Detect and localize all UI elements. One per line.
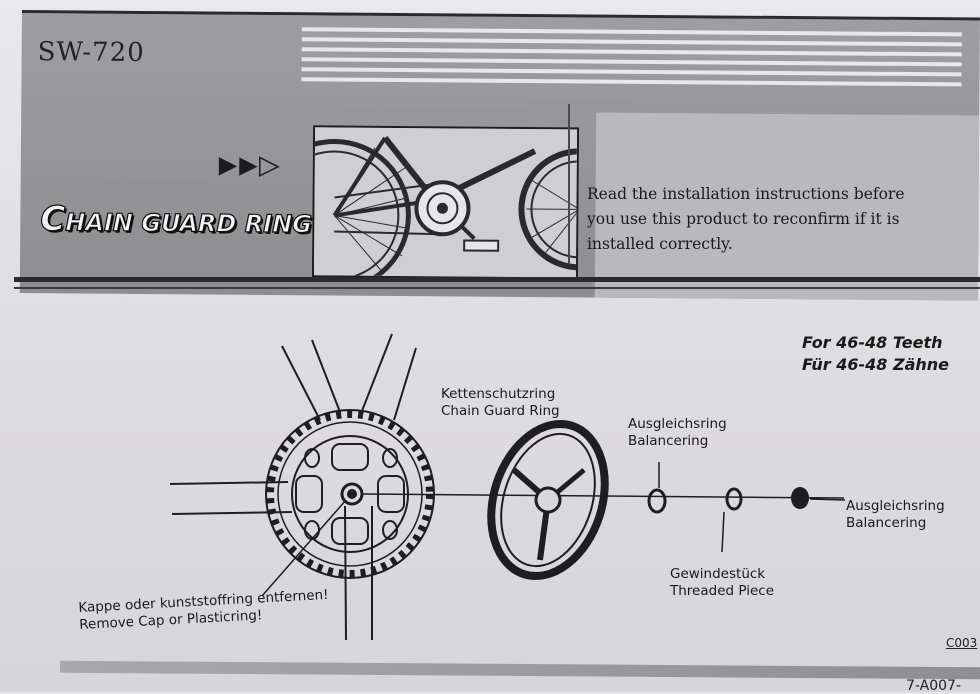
frame-tube-1 bbox=[282, 346, 320, 420]
teeth-spec: For 46-48 Teeth Für 46-48 Zähne bbox=[802, 332, 949, 376]
label-balancer-ring-2: Ausgleichsring Balancering bbox=[846, 498, 945, 532]
leader-balancer-2 bbox=[810, 499, 845, 500]
threaded-piece bbox=[727, 489, 741, 509]
triple-arrow-icon: ▶▶▶ bbox=[219, 151, 281, 179]
product-title: CHAIN GUARD RING bbox=[40, 199, 312, 241]
label-balancer-ring-1: Ausgleichsring Balancering bbox=[628, 416, 727, 450]
installation-notice: Read the installation instructions befor… bbox=[587, 182, 937, 257]
label-chain-guard-ring: Kettenschutzring Chain Guard Ring bbox=[441, 386, 560, 420]
frame-tube-2 bbox=[312, 340, 340, 412]
frame-tube-upper bbox=[170, 482, 288, 484]
chain-guard-ring-drawing bbox=[473, 409, 624, 591]
crank-arm-left bbox=[345, 506, 346, 640]
model-number: SW-720 bbox=[38, 37, 145, 68]
balancer-ring-2 bbox=[792, 488, 808, 508]
header-rule bbox=[14, 277, 980, 282]
header-divider bbox=[568, 104, 570, 264]
leader-threaded bbox=[722, 512, 724, 552]
header-rule-thin bbox=[14, 287, 980, 289]
bicycle-photo bbox=[312, 125, 579, 279]
frame-tube-3 bbox=[360, 334, 392, 416]
balancer-ring-1 bbox=[649, 490, 665, 512]
label-threaded-piece: Gewindestück Threaded Piece bbox=[670, 566, 774, 600]
page-code: C003 bbox=[946, 636, 977, 650]
leader-cap bbox=[262, 500, 346, 596]
header-stripes bbox=[301, 27, 961, 96]
frame-tube-4 bbox=[394, 348, 416, 420]
